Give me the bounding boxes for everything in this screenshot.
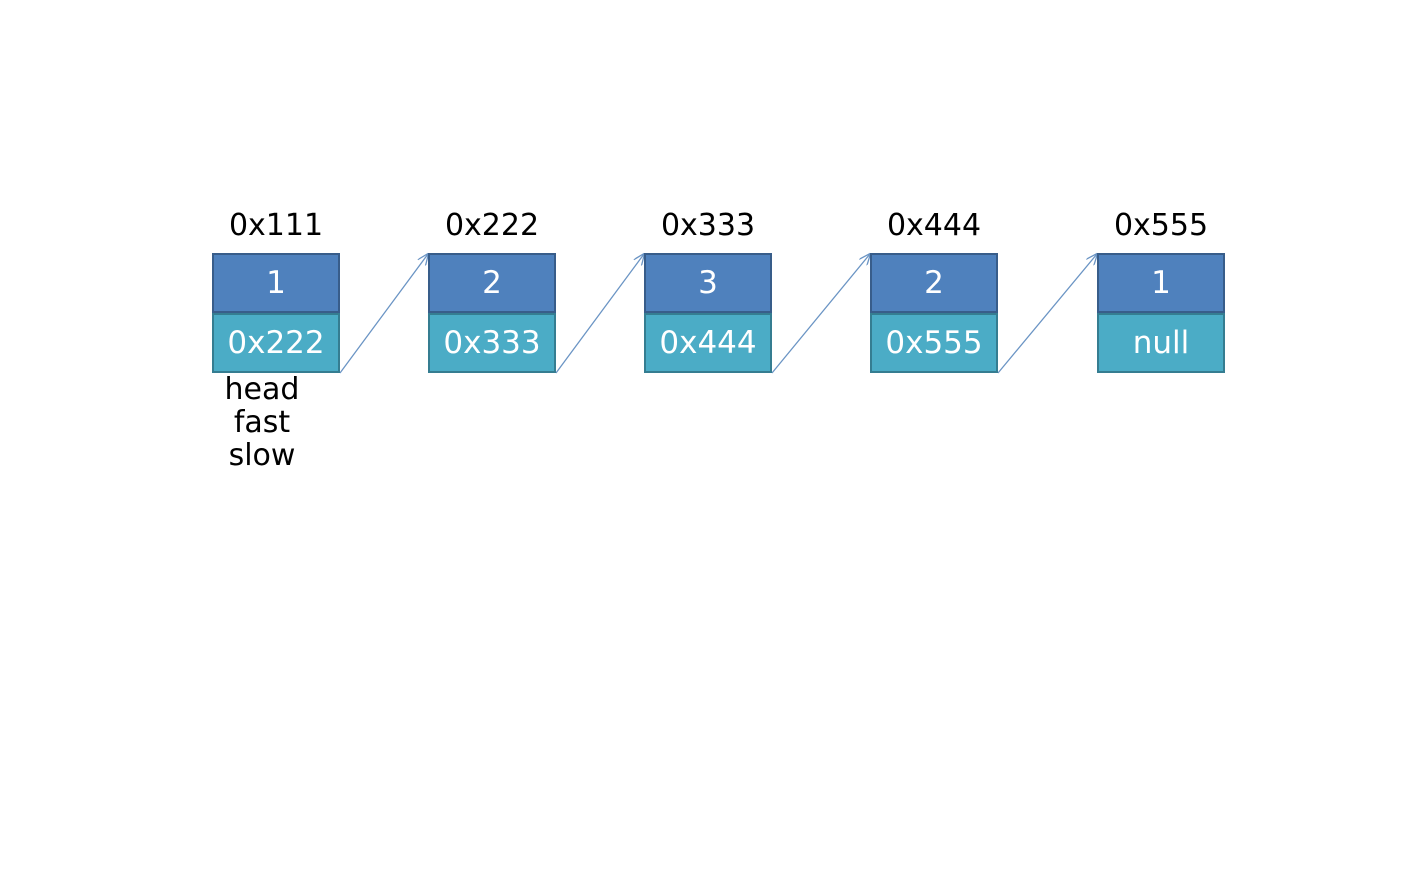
pointer-label-fast: fast	[233, 405, 291, 440]
node-next-cell: 0x444	[644, 313, 772, 373]
node-next-cell: 0x333	[428, 313, 556, 373]
pointer-labels: head fast slow	[212, 373, 312, 472]
node-value-cell: 2	[870, 253, 998, 313]
node-address: 0x333	[660, 208, 756, 243]
node-next-cell: null	[1097, 313, 1225, 373]
pointer-label-head: head	[224, 372, 300, 407]
node-next-cell: 0x222	[212, 313, 340, 373]
node-value-cell: 1	[212, 253, 340, 313]
node-next-cell: 0x555	[870, 313, 998, 373]
pointer-label-slow: slow	[228, 438, 296, 473]
node-address: 0x444	[886, 208, 982, 243]
next-pointer-arrow	[997, 254, 1097, 374]
node-value-cell: 1	[1097, 253, 1225, 313]
node-address: 0x111	[228, 208, 324, 243]
node-address: 0x222	[444, 208, 540, 243]
node-value-cell: 2	[428, 253, 556, 313]
next-pointer-arrow	[555, 254, 644, 374]
node-value-cell: 3	[644, 253, 772, 313]
next-pointer-arrow	[339, 254, 428, 374]
next-pointer-arrow	[771, 254, 870, 374]
node-address: 0x555	[1113, 208, 1209, 243]
